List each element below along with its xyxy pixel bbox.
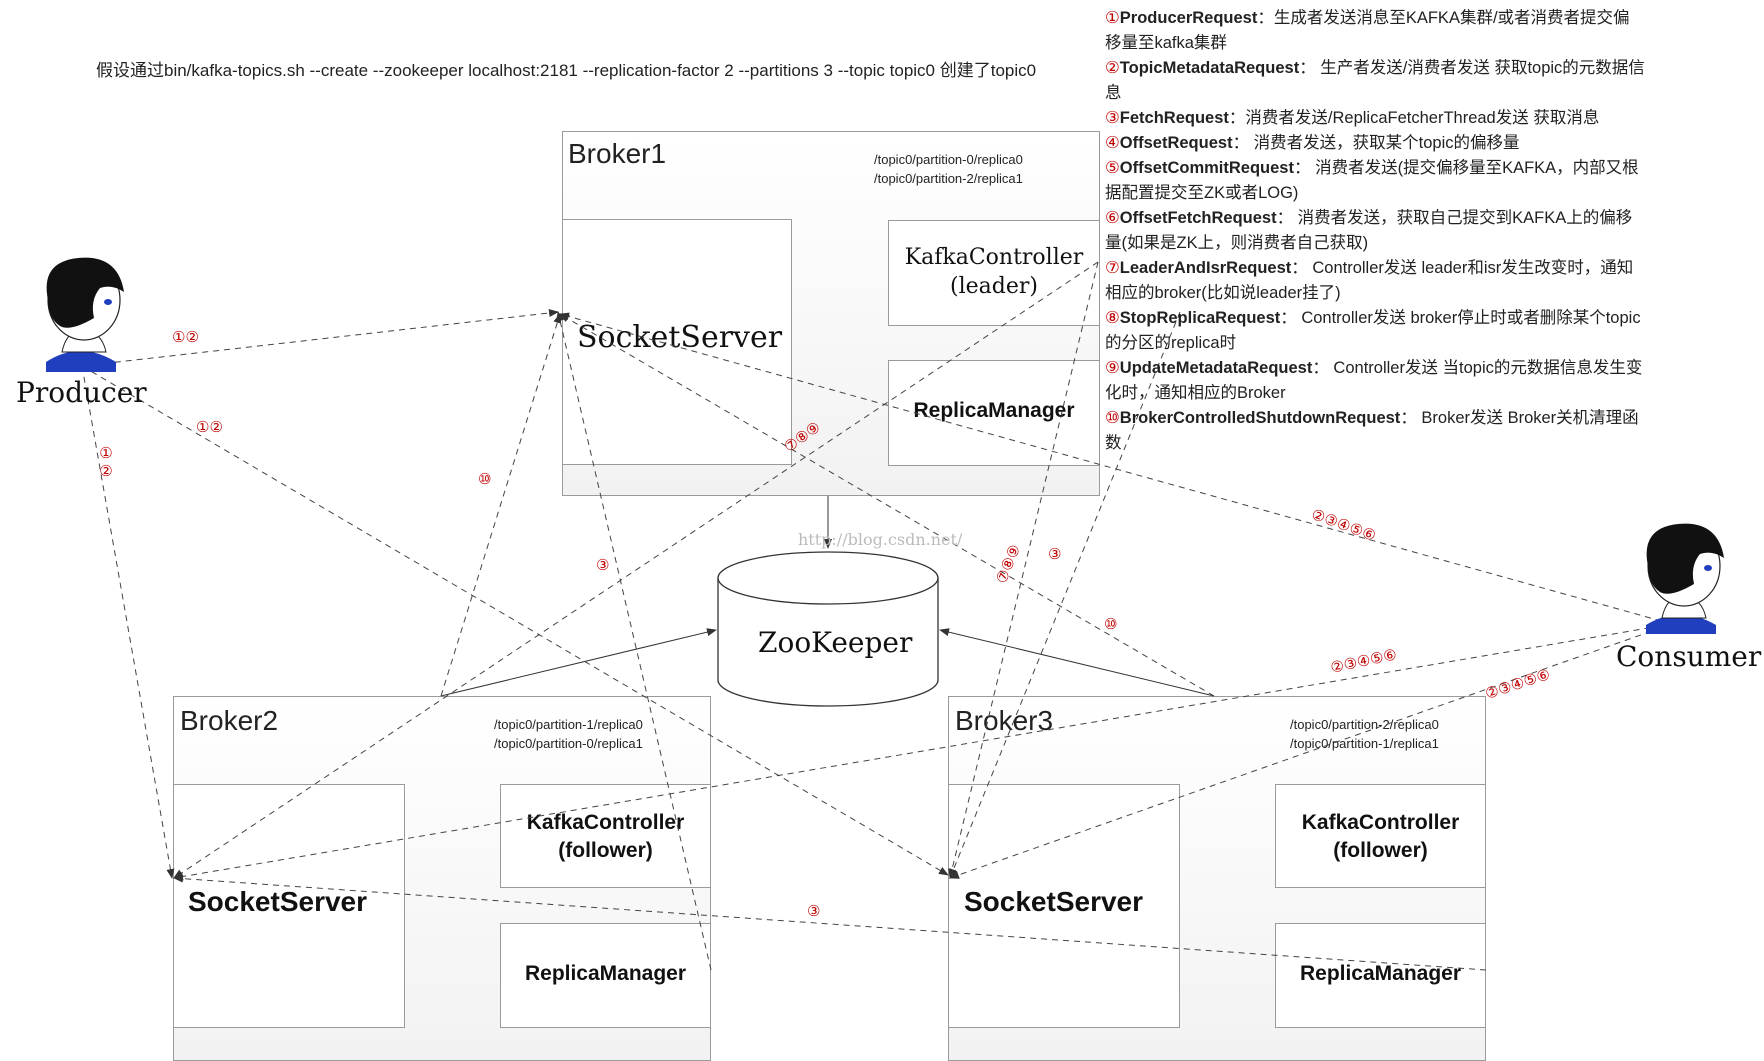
producer-label: Producer (16, 376, 147, 409)
edge-label-producer-broker1: ①② (172, 329, 199, 346)
edge-label-fetch-3-b: ③ (1048, 546, 1062, 563)
broker1-replicamanager: ReplicaManager (888, 360, 1100, 466)
consumer-icon (1646, 523, 1724, 634)
broker3-socketserver-box (948, 784, 1180, 1028)
broker3-socketserver-label: SocketServer (964, 886, 1144, 917)
edge-label-producer-broker2: ①② (97, 444, 114, 480)
legend-item: ⑤OffsetCommitRequest： 消费者发送(提交偏移量至KAFKA，… (1105, 159, 1639, 202)
legend-item: ③FetchRequest：消费者发送/ReplicaFetcherThread… (1105, 109, 1600, 127)
legend-item: ⑦LeaderAndIsrRequest： Controller发送 leade… (1105, 259, 1634, 302)
legend-item: ①ProducerRequest：生成者发送消息至KAFKA集群/或者消费者提交… (1105, 9, 1630, 52)
broker2-replicamanager: ReplicaManager (500, 923, 711, 1028)
zookeeper-links (440, 496, 1215, 697)
zookeeper-label: ZooKeeper (758, 626, 913, 659)
legend-item: ②TopicMetadataRequest： 生产者发送/消费者发送 获取top… (1105, 59, 1645, 102)
broker3-title: Broker3 (955, 705, 1054, 736)
producer-icon (46, 257, 124, 372)
broker1-paths: /topic0/partition-0/replica0 /topic0/par… (874, 150, 1023, 188)
broker2-socketserver-label: SocketServer (188, 886, 368, 917)
broker1-path-1: /topic0/partition-2/replica1 (874, 171, 1023, 186)
broker3-replicamanager: ReplicaManager (1275, 923, 1486, 1028)
broker2-path-1: /topic0/partition-0/replica1 (494, 736, 643, 751)
legend-item: ④OffsetRequest： 消费者发送，获取某个topic的偏移量 (1105, 134, 1520, 152)
request-arrows (81, 261, 1673, 971)
edge-label-shutdown-10-a: ⑩ (478, 471, 492, 488)
broker2-paths: /topic0/partition-1/replica0 /topic0/par… (494, 715, 643, 753)
legend-item: ⑧StopReplicaRequest： Controller发送 broker… (1105, 309, 1641, 352)
edge-label-producer-broker3: ①② (196, 419, 223, 436)
header-command: 假设通过bin/kafka-topics.sh --create --zooke… (96, 61, 1037, 80)
broker1-path-0: /topic0/partition-0/replica0 (874, 152, 1023, 167)
edge-label-fetch-3-c: ③ (807, 903, 821, 920)
broker2-socketserver-box (173, 784, 405, 1028)
broker1-socketserver-label: SocketServer (577, 320, 783, 355)
zookeeper-cylinder (717, 551, 939, 707)
broker1-title: Broker1 (568, 138, 667, 169)
broker3-path-0: /topic0/partition-2/replica0 (1290, 717, 1439, 732)
broker2-title: Broker2 (180, 705, 279, 736)
legend-item: ⑩BrokerControlledShutdownRequest： Broker… (1105, 409, 1639, 452)
broker2-path-0: /topic0/partition-1/replica0 (494, 717, 643, 732)
edge-label-shutdown-10-b: ⑩ (1104, 616, 1118, 633)
broker1-socketserver-box (562, 219, 792, 465)
broker3-paths: /topic0/partition-2/replica0 /topic0/par… (1290, 715, 1439, 753)
watermark: http://blog.csdn.net/ (798, 530, 963, 549)
consumer-label: Consumer (1616, 640, 1762, 673)
legend-item: ⑥OffsetFetchRequest： 消费者发送，获取自己提交到KAFKA上… (1105, 209, 1633, 252)
broker1-kafkacontroller: KafkaController (leader) (888, 220, 1100, 326)
legend-item: ⑨UpdateMetadataRequest： Controller发送 当to… (1105, 359, 1643, 402)
broker3-kafkacontroller: KafkaController (follower) (1275, 784, 1486, 888)
request-legend: ①ProducerRequest：生成者发送消息至KAFKA集群/或者消费者提交… (1105, 6, 1645, 456)
broker3-path-1: /topic0/partition-1/replica1 (1290, 736, 1439, 751)
broker2-kafkacontroller: KafkaController (follower) (500, 784, 711, 888)
edge-label-fetch-3-a: ③ (596, 557, 610, 574)
